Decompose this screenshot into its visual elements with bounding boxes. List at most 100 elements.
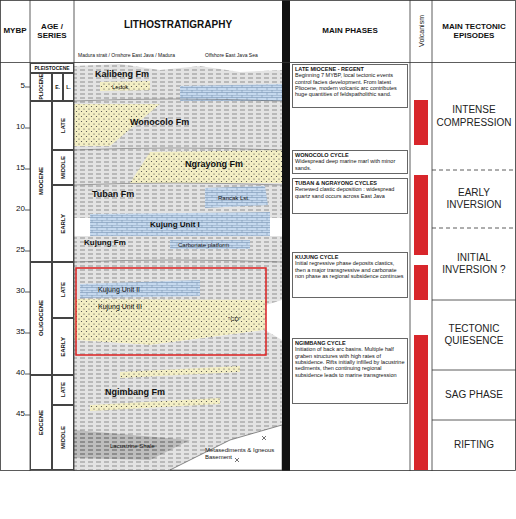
phase-box: TUBAN & NGRAYONG CYCLESRenewed clastic d… — [292, 178, 408, 214]
shale-unit — [74, 150, 282, 185]
box-text: LATE — [60, 282, 66, 297]
formation-label: "CD" — [228, 316, 241, 323]
age-tick: 20 — [2, 205, 25, 214]
box-body: Initiation of back arc basins. Multiple … — [295, 346, 405, 378]
unconformity-line — [74, 99, 282, 262]
volcanism-bar — [414, 265, 428, 300]
limestone-unit — [180, 84, 282, 101]
phase-box: LATE MIOCENE - REGENTBeginning 7 MYBP, l… — [292, 64, 408, 108]
box-text: LATE — [60, 382, 66, 397]
box-body: Widespread deep marine marl with minor s… — [295, 158, 405, 171]
sand-unit — [120, 366, 240, 378]
header-cell: LITHOSTRATIGRAPHY — [74, 0, 282, 48]
age-tick: 10 — [2, 123, 25, 132]
phase-box: NGIMBANG CYCLEInitiation of back arc bas… — [292, 338, 408, 404]
shale-unit — [74, 236, 282, 262]
box-text: MYBP — [3, 26, 26, 35]
box-text: LATE MIOCENE - REGENT — [295, 66, 405, 72]
box-text: WONOCOLO CYCLE — [295, 152, 405, 158]
box-text: INTENSE COMPRESSION — [433, 104, 515, 129]
sand-unit — [100, 81, 150, 91]
box-text: L. — [66, 84, 70, 90]
episode-box: INTENSE COMPRESSION — [433, 63, 515, 170]
age-tick: 5 — [2, 82, 25, 91]
separator-bar — [282, 0, 290, 471]
age-box: PLIOCENE — [30, 73, 52, 101]
formation-label: Kalibeng Fm — [95, 70, 149, 80]
box-text: LITHOSTRATIGRAPHY — [124, 19, 232, 30]
episode-box: INITIAL INVERSION ? — [433, 228, 515, 300]
region-label: Madura strait / Onshore East Java / Madu… — [78, 53, 175, 59]
region-label: Offshore East Java Sea — [205, 53, 258, 59]
formation-label: Carbonate platform — [178, 242, 229, 249]
age-box: LATE — [52, 375, 74, 405]
formation-label: Kujung Unit II — [98, 286, 140, 294]
age-box: E. — [52, 73, 63, 101]
episode-line — [432, 300, 516, 420]
grid — [0, 0, 516, 471]
header-cell: MAIN PHASES — [290, 0, 410, 62]
episode-box: EARLY INVERSION — [433, 170, 515, 228]
box-text: MIDDLE — [60, 426, 66, 449]
episode-box: SAG PHASE — [433, 370, 515, 420]
limestone-unit — [205, 186, 268, 208]
box-text: EARLY — [60, 337, 66, 357]
box-text: OLIGOCENE — [38, 300, 44, 336]
formation-label: Metasediments & Igneous Basement — [205, 447, 280, 460]
formation-label: Rancak Lst. — [218, 195, 250, 202]
formation-label: Lacustrine Shale — [110, 443, 155, 450]
header-cell: AGE / SERIES — [30, 0, 74, 62]
age-box: PLEISTOCENE — [30, 63, 74, 73]
age-box: LATE — [52, 101, 74, 150]
box-text: TUBAN & NGRAYONG CYCLES — [295, 180, 405, 186]
box-text: EARLY INVERSION — [433, 187, 515, 212]
box-text: MIOCENE — [38, 167, 44, 195]
age-box: EARLY — [52, 318, 74, 375]
age-box: MIDDLE — [52, 405, 74, 470]
age-box: LATE — [52, 262, 74, 318]
box-body: Initial regressive phase deposits clasti… — [295, 260, 405, 279]
header-line — [0, 62, 516, 63]
shale-unit — [74, 101, 282, 150]
age-tick: 25 — [2, 246, 25, 255]
episode-line — [432, 170, 516, 228]
sand-unit — [90, 398, 220, 411]
box-text: TECTONIC QUIESENCE — [433, 323, 515, 348]
box-text: E. — [55, 84, 60, 90]
limestone-unit — [170, 240, 250, 249]
box-text: SAG PHASE — [445, 389, 503, 402]
age-box: MIOCENE — [30, 101, 52, 262]
volcanism-bar — [414, 175, 428, 255]
episode-box: TECTONIC QUIESENCE — [433, 300, 515, 370]
volcanism-bar — [414, 100, 428, 145]
box-text: MAIN PHASES — [322, 26, 378, 35]
phase-box: KUJUNG CYCLEInitial regressive phase dep… — [292, 252, 408, 298]
lacustrine-shale — [74, 430, 190, 460]
box-text: EOCENE — [38, 410, 44, 435]
formation-label: Wonocolo Fm — [130, 118, 189, 128]
age-box: MIDDLE — [52, 150, 74, 185]
box-text: EARLY — [60, 214, 66, 234]
box-text: RIFTING — [454, 439, 494, 452]
lithology — [74, 64, 282, 470]
box-text: INITIAL INVERSION ? — [433, 252, 515, 277]
age-tick: 40 — [2, 369, 25, 378]
box-text: NGIMBANG CYCLE — [295, 340, 405, 346]
age-tick: 15 — [2, 164, 25, 173]
formation-label: Tuban Fm — [92, 190, 134, 200]
age-tick: 45 — [2, 410, 25, 419]
volcanism-bars — [414, 100, 428, 470]
formation-label: Kujung Fm — [84, 239, 126, 248]
highlight-box — [76, 268, 266, 355]
limestone-unit — [90, 212, 270, 238]
formation-label: Ngrayong Fm — [185, 160, 243, 170]
formation-label: Kujung Unit III — [98, 303, 142, 311]
box-text: PLIOCENE — [38, 74, 44, 100]
basement — [170, 425, 282, 470]
box-text: PLEISTOCENE — [34, 65, 69, 71]
header-cell: MAIN TECTONIC EPISODES — [432, 0, 516, 62]
box-text: Volcanism — [418, 15, 425, 47]
limestone-unit — [80, 280, 200, 298]
